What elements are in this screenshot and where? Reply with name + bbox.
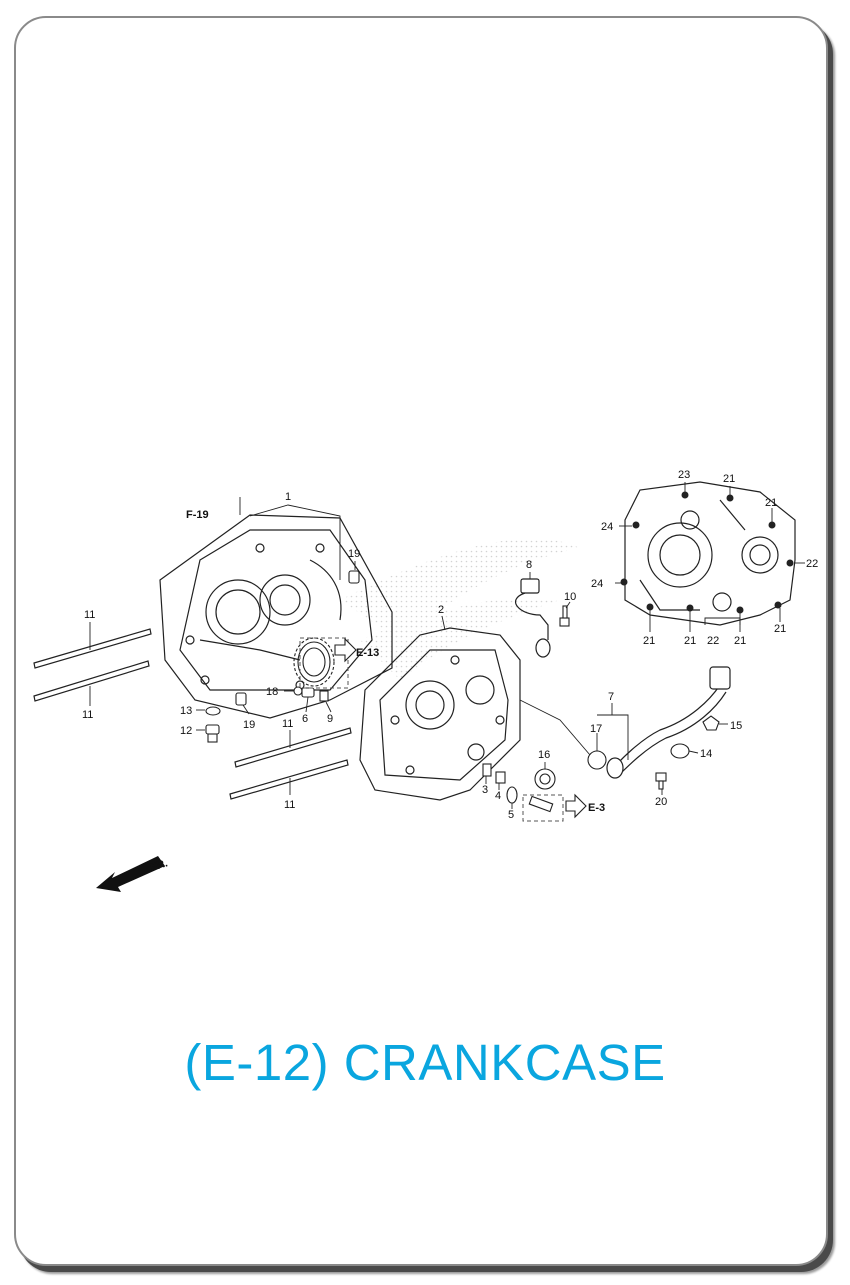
callout-11c: 11 (282, 718, 293, 730)
ref-f19: F-19 (186, 509, 209, 521)
callout-21a: 21 (723, 473, 735, 485)
callout-21c: 21 (643, 635, 655, 647)
right-crankcase-half (359, 627, 521, 801)
callout-23: 23 (678, 469, 690, 481)
case-bolt-points (620, 491, 794, 614)
page-title: (E-12) CRANKCASE (184, 1034, 666, 1091)
callout-19b: 19 (243, 719, 255, 731)
dowel-pins (235, 570, 360, 706)
callout-12: 12 (180, 725, 192, 737)
callout-22a: 22 (806, 558, 818, 570)
callout-11a: 11 (84, 609, 95, 621)
leader-lines (89, 482, 805, 809)
callout-9: 9 (327, 713, 333, 725)
callout-15: 15 (730, 720, 742, 732)
small-parts (205, 605, 720, 813)
callout-1: 1 (285, 491, 291, 503)
callout-14: 14 (700, 748, 712, 760)
callout-21f: 21 (774, 623, 786, 635)
callout-7: 7 (608, 691, 614, 703)
callout-21d: 21 (684, 635, 696, 647)
callout-24a: 24 (601, 521, 613, 533)
reference-boxes (299, 637, 564, 822)
callout-17: 17 (590, 723, 602, 735)
callout-13: 13 (180, 705, 192, 717)
left-crankcase-half (159, 514, 393, 719)
callout-22b: 22 (707, 635, 719, 647)
callout-24b: 24 (591, 578, 603, 590)
callout-3: 3 (482, 784, 488, 796)
callout-6: 6 (302, 713, 308, 725)
callout-19a: 19 (348, 548, 360, 560)
callout-20: 20 (655, 796, 667, 808)
crankcase-inner-view (624, 481, 796, 626)
callout-11b: 11 (82, 709, 93, 721)
callout-10: 10 (564, 591, 576, 603)
stud-bolts (33, 628, 352, 800)
ref-arrows (334, 637, 587, 819)
front-label: FR. (149, 857, 170, 874)
front-arrow-icon (96, 856, 165, 892)
callout-21e: 21 (734, 635, 746, 647)
ref-e13: E-13 (356, 647, 379, 659)
watermark-wing (340, 538, 580, 680)
callout-21b: 21 (765, 497, 777, 509)
callout-2: 2 (438, 604, 444, 616)
gear-assembly (293, 637, 335, 687)
callout-8: 8 (526, 559, 532, 571)
sensor-assembly (515, 578, 551, 658)
callout-18: 18 (266, 686, 278, 698)
callout-16: 16 (538, 749, 550, 761)
ref-e3: E-3 (588, 802, 605, 814)
callout-5: 5 (508, 809, 514, 821)
callout-4: 4 (495, 790, 501, 802)
breather-tube (606, 666, 731, 779)
callout-11d: 11 (284, 799, 295, 811)
